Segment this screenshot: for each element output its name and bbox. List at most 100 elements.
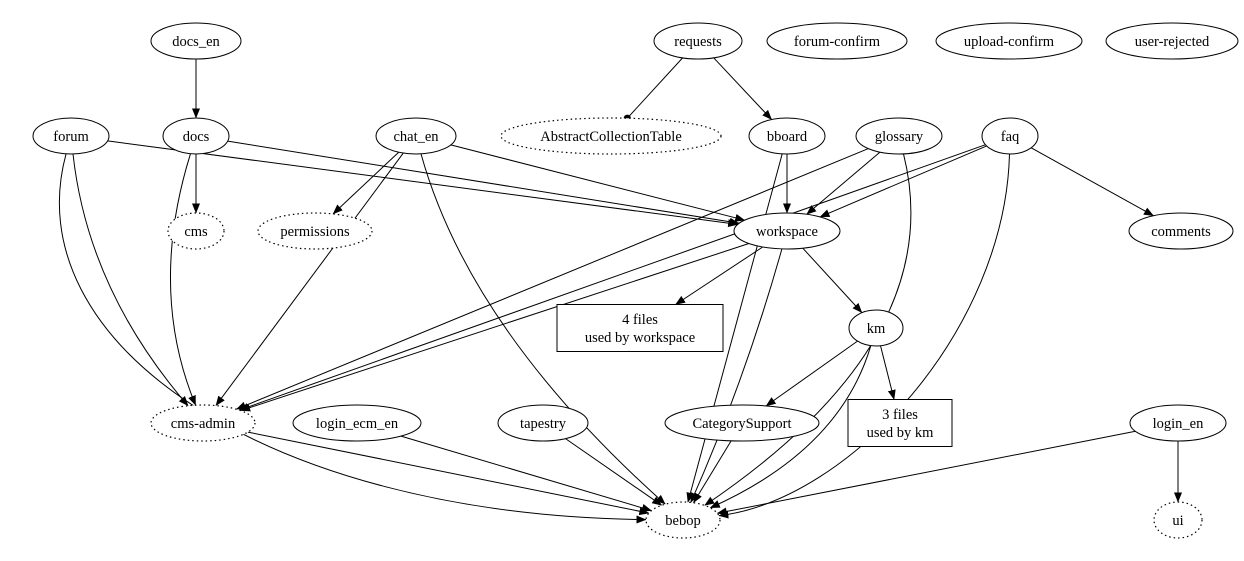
edge-workspace-to-cms-admin [240, 243, 750, 412]
node-AbstractCollectionTable: AbstractCollectionTable [500, 117, 722, 155]
node-bebop-label: bebop [665, 513, 700, 529]
node-requests-shape [653, 22, 743, 60]
node-upload-confirm: upload-confirm [935, 22, 1083, 60]
edge-requests-to-AbstractCollectionTable [623, 57, 683, 122]
edge-login-en-to-bebop [716, 430, 1136, 516]
node-forum-confirm: forum-confirm [766, 22, 908, 60]
node-docs-en-label: docs_en [172, 34, 220, 50]
node-tapestry-shape [497, 404, 589, 442]
node-workspace-shape [733, 212, 841, 250]
node-AbstractCollectionTable-label: AbstractCollectionTable [540, 129, 682, 145]
node-files-workspace-label: used by workspace [585, 330, 695, 346]
edge-faq-to-workspace [819, 145, 987, 218]
edge-glossary-to-cms-admin [235, 148, 869, 410]
edge-tapestry-to-bebop [565, 438, 663, 506]
node-login-ecm-en: login_ecm_en [292, 404, 422, 442]
node-comments: comments [1128, 212, 1234, 250]
node-comments-shape [1128, 212, 1234, 250]
node-tapestry-label: tapestry [520, 416, 567, 432]
node-docs-en-shape [150, 22, 242, 60]
node-workspace-label: workspace [756, 224, 818, 240]
node-cms-admin-label: cms-admin [171, 416, 236, 432]
node-user-rejected-label: user-rejected [1135, 34, 1210, 50]
node-forum-label: forum [53, 129, 89, 145]
node-docs-en: docs_en [150, 22, 242, 60]
node-km-label: km [867, 321, 886, 337]
node-docs: docs [162, 117, 230, 155]
node-workspace: workspace [733, 212, 841, 250]
node-bboard-shape [748, 117, 826, 155]
edge-cms-admin-to-bebop [247, 431, 650, 516]
node-files-km-shape [847, 399, 953, 447]
edge-faq-to-comments [1030, 147, 1154, 217]
node-upload-confirm-shape [935, 22, 1083, 60]
node-bboard: bboard [748, 117, 826, 155]
node-faq-shape [981, 117, 1039, 155]
node-km: km [848, 309, 904, 347]
node-files-km-label: 3 files [882, 407, 918, 423]
node-upload-confirm-label: upload-confirm [964, 34, 1055, 50]
node-cms-admin-shape [150, 404, 256, 442]
edge-forum-to-bebop [58, 153, 647, 524]
node-cms-admin: cms-admin [150, 404, 256, 442]
node-tapestry: tapestry [497, 404, 589, 442]
node-glossary-label: glossary [875, 129, 924, 145]
edge-workspace-to-km [802, 247, 863, 313]
edge-chat-en-to-permissions [332, 151, 400, 215]
node-chat-en-shape [375, 117, 457, 155]
edge-docs-to-workspace [227, 140, 740, 226]
node-forum: forum [32, 117, 110, 155]
node-ui: ui [1153, 501, 1203, 539]
edge-workspace-to-files-workspace [675, 246, 763, 305]
node-CategorySupport: CategorySupport [664, 404, 820, 442]
node-faq-label: faq [1001, 129, 1020, 145]
node-files-workspace-label: 4 files [622, 312, 658, 328]
edge-chat-en-to-bebop [420, 153, 666, 505]
node-CategorySupport-shape [664, 404, 820, 442]
node-ui-label: ui [1172, 513, 1183, 529]
node-requests: requests [653, 22, 743, 60]
edge-forum-to-workspace [107, 140, 739, 228]
edge-bboard-to-bebop [686, 153, 783, 503]
edge-docs-to-cms-admin [169, 153, 197, 406]
edge-forum-to-cms-admin [72, 153, 189, 407]
edge-faq-to-bebop [718, 153, 1010, 519]
node-glossary-shape [855, 117, 943, 155]
node-docs-shape [162, 117, 230, 155]
node-cms: cms [167, 212, 225, 250]
node-km-shape [848, 309, 904, 347]
node-faq: faq [981, 117, 1039, 155]
node-AbstractCollectionTable-shape [500, 117, 722, 155]
node-bebop: bebop [645, 501, 721, 539]
edge-chat-en-to-cms-admin [215, 152, 404, 407]
edge-workspace-to-bebop [690, 248, 783, 503]
node-comments-label: comments [1151, 224, 1211, 240]
node-bboard-label: bboard [767, 129, 808, 145]
node-login-en: login_en [1129, 404, 1227, 442]
node-glossary: glossary [855, 117, 943, 155]
node-forum-confirm-label: forum-confirm [794, 34, 881, 50]
node-CategorySupport-label: CategorySupport [692, 416, 791, 432]
node-ui-shape [1153, 501, 1203, 539]
node-login-en-shape [1129, 404, 1227, 442]
node-chat-en-label: chat_en [393, 129, 439, 145]
edge-login-ecm-en-to-bebop [400, 435, 652, 512]
node-forum-confirm-shape [766, 22, 908, 60]
edge-chat-en-to-workspace [450, 144, 746, 222]
edge-glossary-to-workspace [806, 151, 881, 215]
edge-faq-to-cms-admin [238, 144, 986, 411]
node-permissions-label: permissions [280, 224, 350, 240]
node-login-en-label: login_en [1153, 416, 1204, 432]
node-bebop-shape [645, 501, 721, 539]
node-login-ecm-en-shape [292, 404, 422, 442]
node-files-workspace-shape [556, 304, 724, 352]
edge-CategorySupport-to-bebop [693, 440, 732, 504]
edge-km-to-CategorySupport [765, 340, 858, 407]
node-cms-shape [167, 212, 225, 250]
node-docs-label: docs [183, 129, 210, 145]
node-cms-label: cms [184, 224, 208, 240]
node-requests-label: requests [674, 34, 722, 50]
